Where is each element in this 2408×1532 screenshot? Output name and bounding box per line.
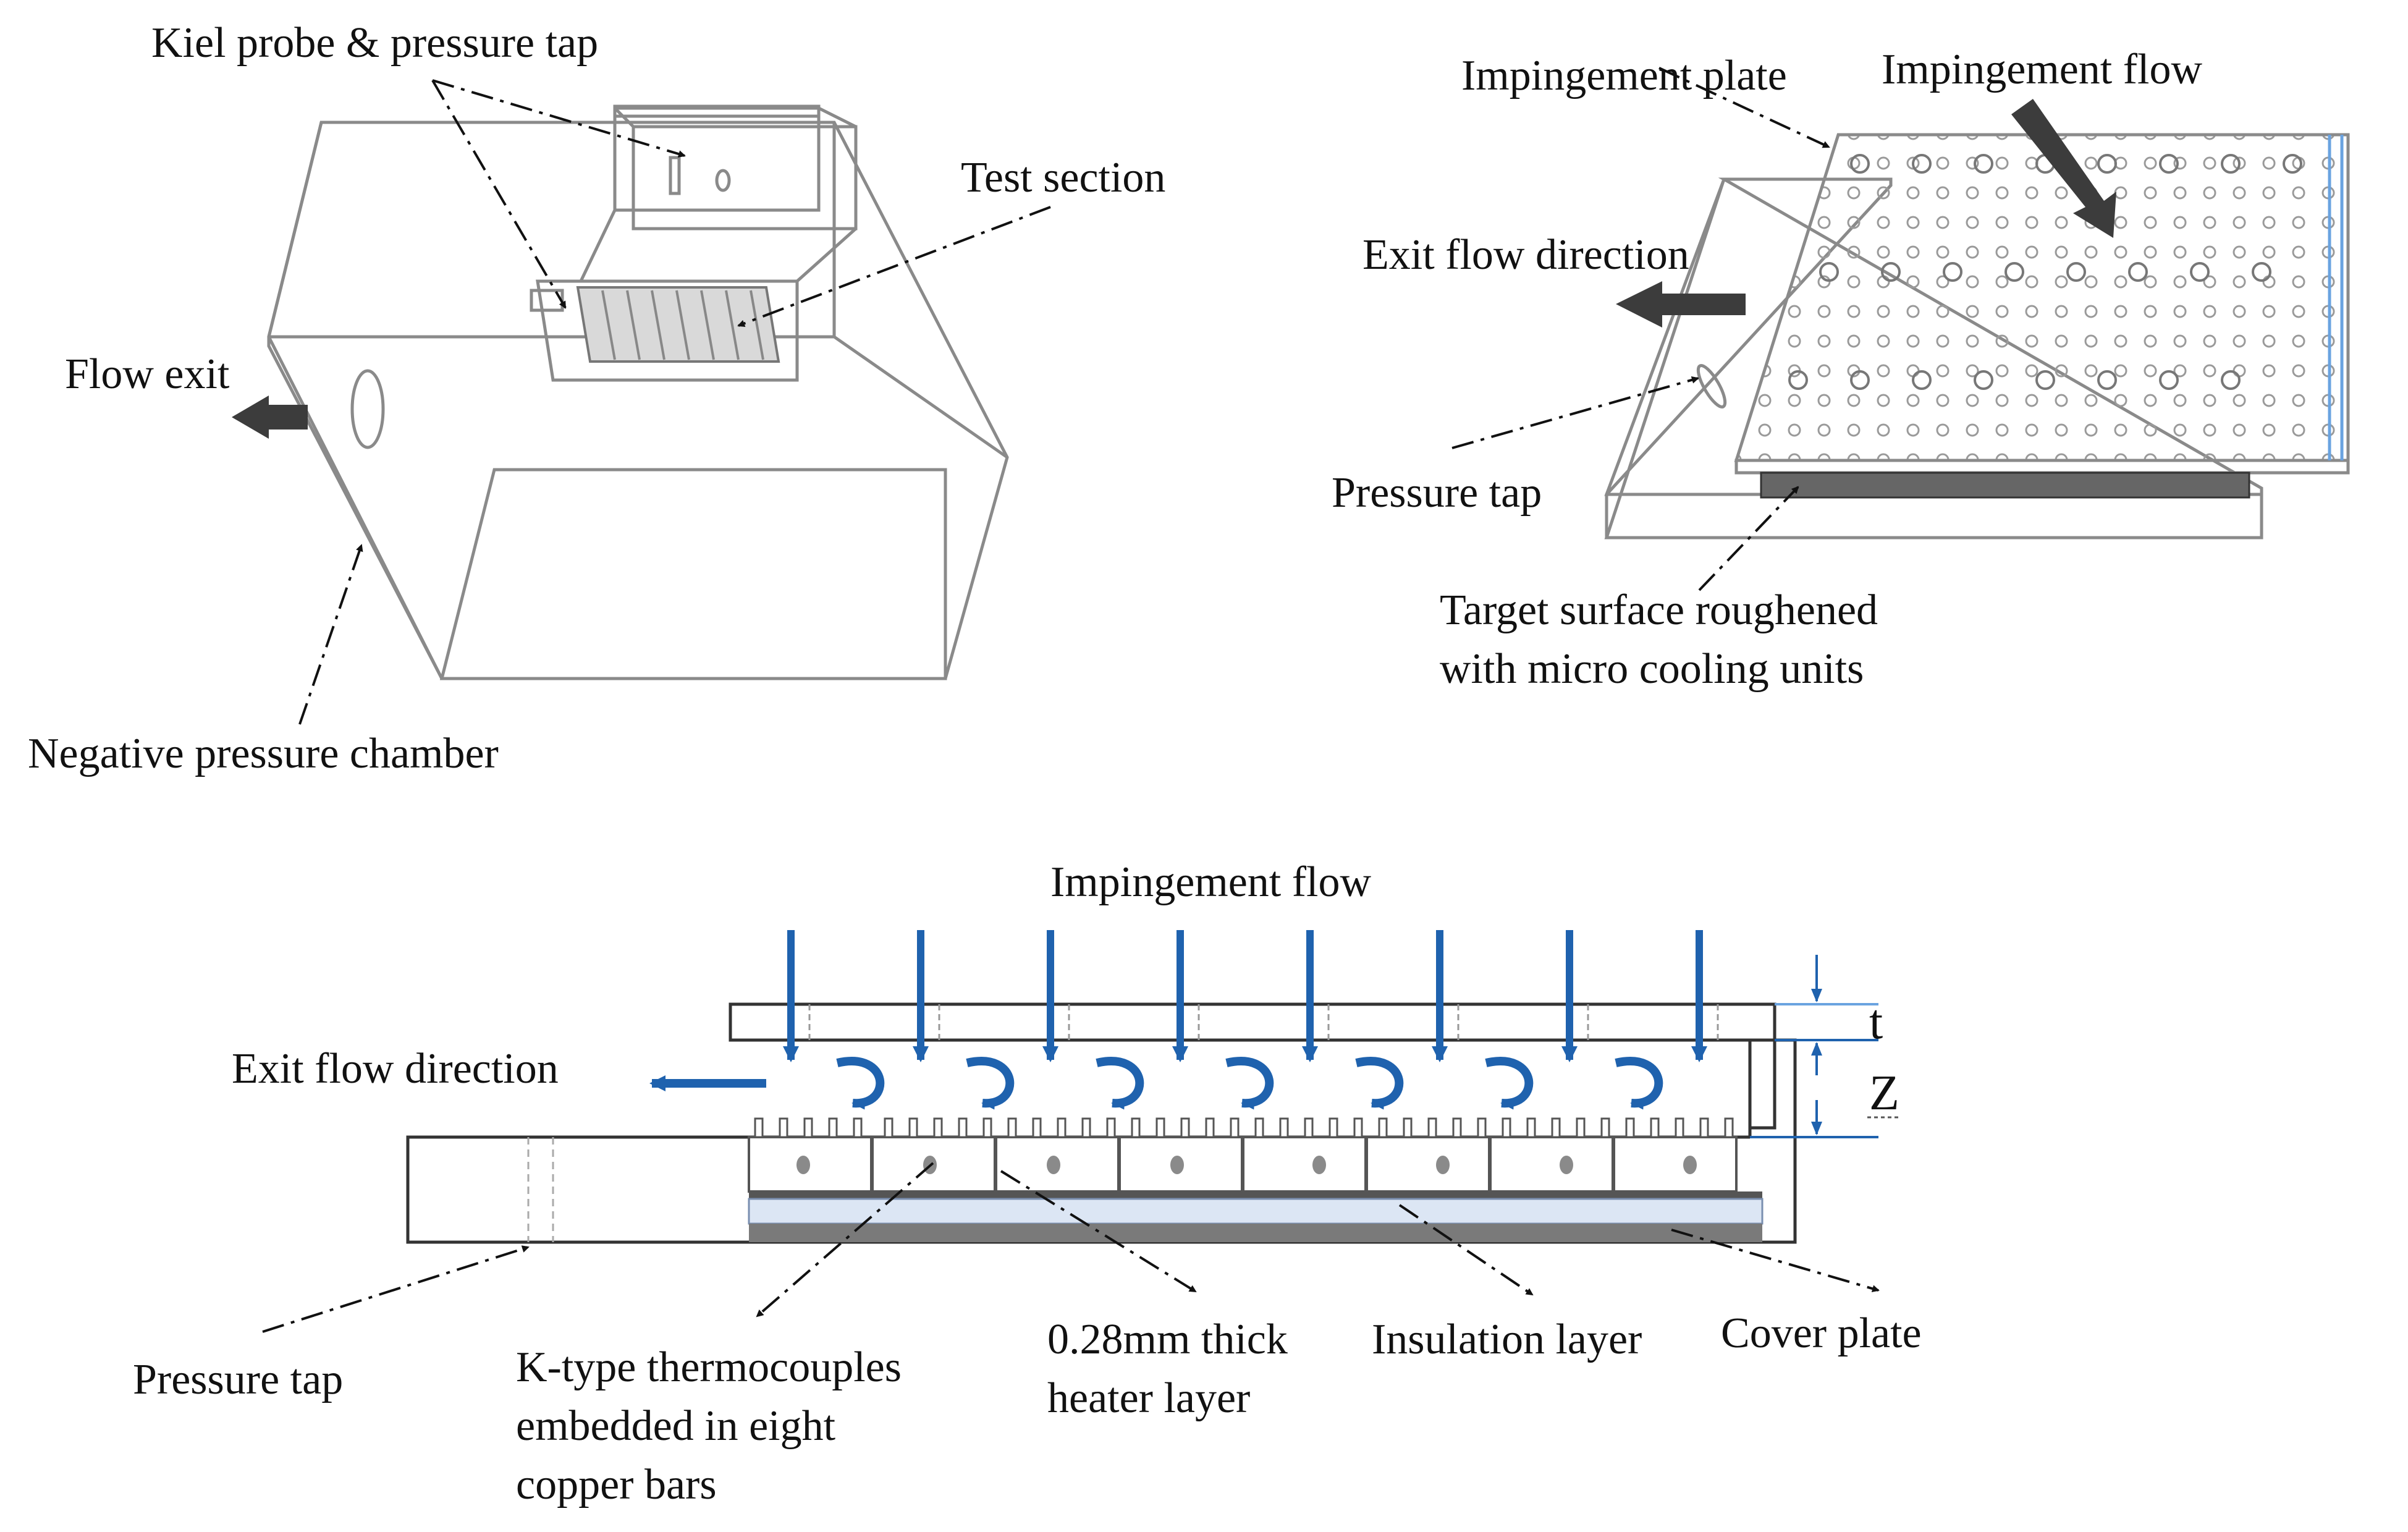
label-test-section: Test section xyxy=(961,154,1165,201)
label-heater-2: heater layer xyxy=(1047,1374,1250,1422)
label-flow-exit: Flow exit xyxy=(65,350,230,398)
impingement-panel: Impingement plate Impingement flow Exit … xyxy=(1332,46,2350,693)
label-exit-flow-bottom: Exit flow direction xyxy=(232,1045,559,1093)
label-pressure-tap-bottom: Pressure tap xyxy=(133,1356,343,1403)
label-kiel-probe: Kiel probe & pressure tap xyxy=(151,19,598,67)
chamber-panel: Kiel probe & pressure tap Test section F… xyxy=(28,19,1165,777)
label-impingement-flow-bottom: Impingement flow xyxy=(1050,858,1372,906)
label-thermocouples-3: copper bars xyxy=(516,1461,717,1509)
label-heater-1: 0.28mm thick xyxy=(1047,1316,1288,1363)
label-impingement-flow-top: Impingement flow xyxy=(1882,46,2203,93)
label-target-surface-2: with micro cooling units xyxy=(1440,645,1864,693)
label-exit-flow-top: Exit flow direction xyxy=(1362,231,1689,279)
label-cover-plate: Cover plate xyxy=(1721,1310,1922,1357)
label-thermocouples-1: K-type thermocouples xyxy=(516,1344,902,1391)
label-impingement-plate: Impingement plate xyxy=(1461,52,1787,99)
label-z-symbol: Z xyxy=(1869,1066,1899,1120)
cross-section-panel: Impingement flow Exit flow direction t Z… xyxy=(133,858,1922,1509)
label-negative-chamber: Negative pressure chamber xyxy=(28,730,499,777)
label-pressure-tap-top: Pressure tap xyxy=(1332,469,1542,517)
label-target-surface-1: Target surface roughened xyxy=(1440,586,1878,634)
label-thermocouples-2: embedded in eight xyxy=(516,1402,836,1450)
label-t-symbol: t xyxy=(1869,995,1883,1049)
label-insulation: Insulation layer xyxy=(1372,1316,1642,1363)
